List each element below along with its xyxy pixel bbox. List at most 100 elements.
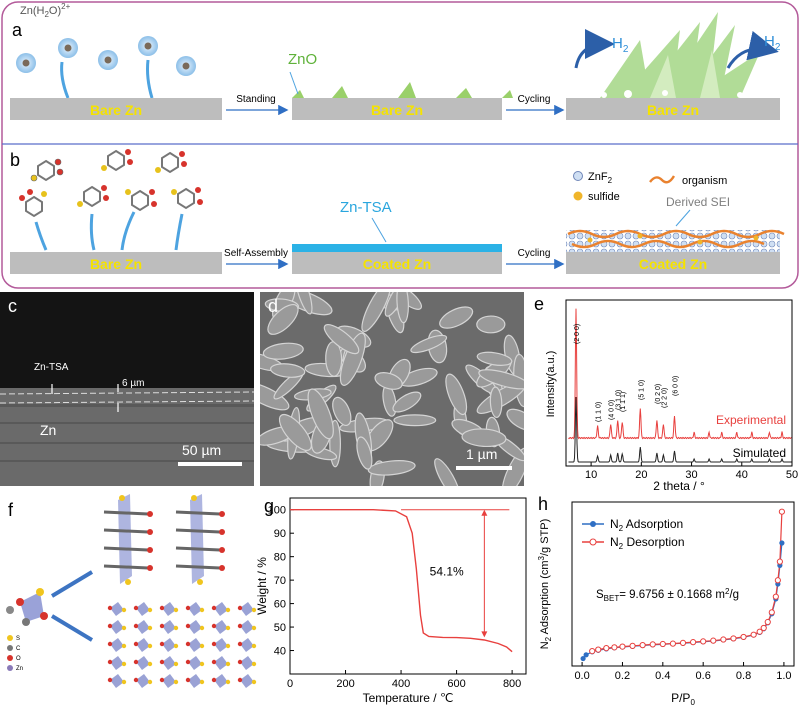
xrd-xtick-label: 50: [786, 469, 798, 481]
bet-legend: N2 Adsorption N2 Desorption: [582, 517, 685, 551]
xrd-peak-label: (1 1 1): [620, 392, 627, 412]
bet-adsorption-point: [779, 540, 785, 546]
xrd-peak-label: (6 0 0): [672, 376, 679, 396]
panel-letter-g: g: [264, 496, 274, 516]
h2-arrow-left: [574, 29, 615, 69]
flake: [262, 342, 304, 360]
flake: [434, 458, 461, 486]
xrd-experimental-line: [568, 308, 792, 440]
tga-ylabel: Weight / %: [255, 557, 269, 615]
lattice-s: [147, 679, 153, 685]
lattice-node: [136, 674, 150, 688]
bare-zn-a2: [292, 98, 502, 120]
derived-sei-label: Derived SEI: [666, 195, 730, 209]
bet-desorption-point: [595, 646, 602, 653]
xrd-simulated-line: [568, 396, 792, 463]
flake: [439, 306, 474, 329]
bet-xtick-label: 0.0: [574, 670, 589, 682]
dendrite-growth: [600, 12, 760, 98]
lattice-s: [199, 679, 205, 685]
xrd-legend-simulated: Simulated: [733, 446, 786, 460]
flake: [307, 388, 334, 440]
lattice-node: [214, 602, 228, 616]
lattice-node: [214, 620, 228, 634]
lattice-s: [147, 643, 153, 649]
coated-zn-b3-label: Coated Zn: [639, 256, 707, 272]
znf2-legend-label: ZnF2: [588, 171, 613, 185]
lattice-o: [107, 605, 113, 611]
flake: [396, 292, 409, 324]
lattice-s: [173, 643, 179, 649]
lattice-node: [162, 656, 176, 670]
arrow-cycling-a-label: Cycling: [518, 94, 551, 105]
flake: [445, 373, 468, 416]
lattice-node: [188, 656, 202, 670]
lattice-o: [107, 623, 113, 629]
tga-ytick-label: 100: [268, 505, 286, 517]
xrd-peak-label: (2 0 0): [574, 324, 581, 344]
lattice-node: [240, 620, 254, 634]
panel-letter-a: a: [12, 20, 23, 40]
lattice-s: [121, 607, 127, 613]
chain-structure-2: [175, 494, 225, 585]
tga-xtick-label: 200: [336, 678, 354, 690]
tga-ytick-label: 50: [274, 622, 286, 634]
sem-cross-section: c Zn-TSA 6 µm Zn 50 µm: [0, 292, 254, 486]
tga-axes-frame: [289, 497, 527, 675]
bet-legend-adsorption: N2 Adsorption: [610, 517, 683, 533]
scalebar-d-label: 1 µm: [466, 446, 498, 462]
lattice-node: [240, 674, 254, 688]
lattice-s: [251, 625, 257, 631]
chain-structure-1: [103, 494, 153, 585]
zn-tsa-sem-label: Zn-TSA: [34, 362, 69, 373]
panel-letter-h: h: [538, 494, 548, 514]
lattice-o: [237, 677, 243, 683]
bet-desorption-point: [589, 647, 596, 655]
lattice-o: [211, 641, 217, 647]
lattice-node: [188, 638, 202, 652]
arrow-standing-label: Standing: [236, 94, 275, 105]
lattice-node: [110, 674, 124, 688]
coated-zn-b3: [566, 252, 780, 274]
lattice-o: [107, 659, 113, 665]
element-legend: S C O Zn: [7, 635, 23, 672]
bet-desorption-point: [619, 643, 626, 650]
bet-ylabel: N2 Adsorption (cm3/g STP): [537, 519, 553, 650]
gas-bubbles: [601, 90, 743, 98]
lattice-s: [121, 679, 127, 685]
bare-zn-a2-label: Bare Zn: [371, 102, 423, 118]
lattice-node: [110, 620, 124, 634]
znf2-legend-marker: [573, 171, 583, 181]
bet-desorption-point: [679, 639, 687, 646]
lattice-node: [214, 674, 228, 688]
bet-desorption-point: [649, 641, 656, 648]
lattice-s: [147, 607, 153, 613]
bet-desorption-point: [764, 618, 771, 626]
xrd-peak-label: (0 2 0): [655, 384, 662, 404]
lattice-s: [199, 661, 205, 667]
scalebar-c-label: 50 µm: [182, 442, 222, 458]
arrow-to-chain: [50, 570, 94, 598]
arrow-to-framework: [50, 614, 94, 642]
flake-texture: [260, 292, 524, 486]
lattice-o: [185, 677, 191, 683]
bet-xtick-label: 0.8: [736, 670, 751, 682]
panel-letter-e: e: [534, 294, 544, 314]
lattice-s: [251, 679, 257, 685]
lattice-o: [185, 605, 191, 611]
xrd-peak-label: (4 0 0): [609, 400, 616, 420]
bare-zn-a1: [10, 98, 222, 120]
lattice-o: [133, 677, 139, 683]
lattice-node: [162, 674, 176, 688]
zn-tsa-label: Zn-TSA: [340, 199, 392, 216]
sulfide-legend-marker: [573, 191, 583, 201]
h2-arrow-right: [726, 30, 779, 69]
schematic-frame: [1, 1, 799, 289]
bet-axes-frame: [571, 501, 795, 667]
lattice-o: [159, 623, 165, 629]
organism-legend-marker: [649, 175, 676, 184]
lattice-o: [159, 641, 165, 647]
